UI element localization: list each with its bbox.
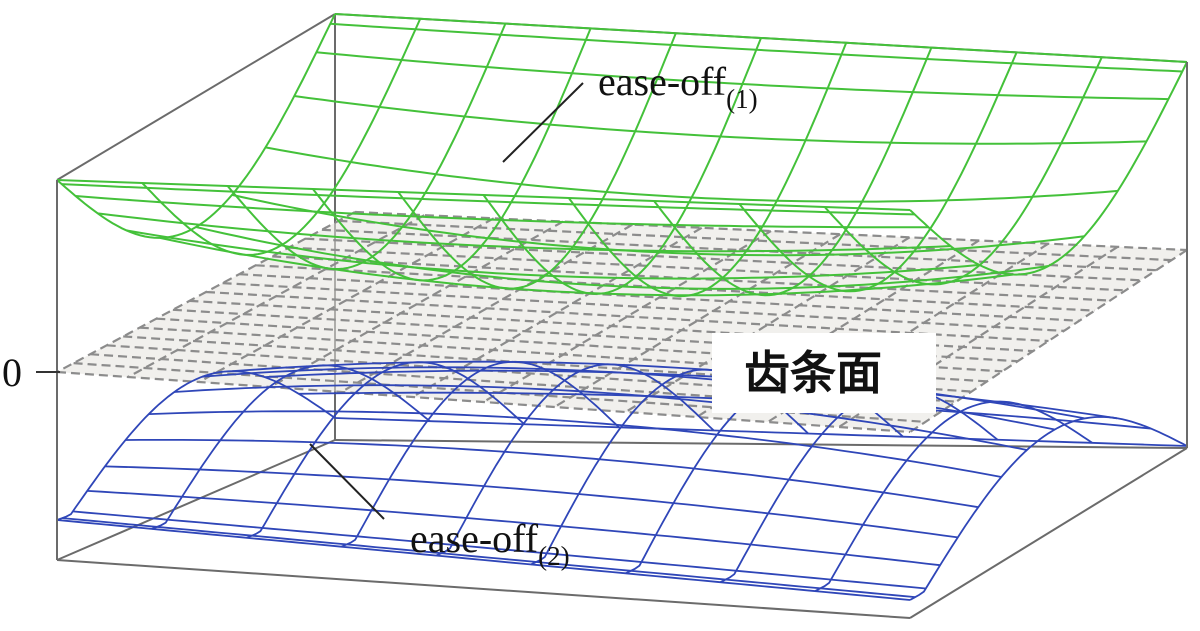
zero-tick-label: 0 [2, 350, 22, 395]
ease-off-2-gridline-v [232, 360, 1085, 420]
ease-off-2-gridline-u [435, 363, 715, 557]
ease-off-1-label-subscript: (1) [726, 84, 757, 114]
ease-off-1-gridline-v [334, 13, 1188, 63]
rack-plane-gridline-v [222, 282, 1064, 332]
ease-off-2-gridline-v [174, 384, 1028, 451]
ease-off-1-gridline-v [330, 22, 1183, 73]
ease-off-1-gridline-v [159, 236, 1013, 297]
ease-off-2-gridline-v [125, 438, 979, 509]
ease-off-2-label-text: ease-off [410, 516, 539, 561]
ease-off-1-callout: ease-off(1) [502, 59, 758, 163]
ease-off-1-surface [56, 13, 1188, 298]
rack-tooth-plane [56, 210, 1188, 434]
ease-off-1-gridline-v [126, 229, 980, 280]
ease-off-1-gridline-v [316, 51, 1169, 101]
rack-plane-gridline-v [205, 290, 1049, 343]
rack-plane-gridline-v [56, 370, 911, 434]
ease-off-1-gridline-v [294, 95, 1147, 145]
rack-plane-gridline-v [106, 344, 957, 403]
ease-off-2-gridline-v [334, 417, 1188, 447]
bounding-box-front [56, 62, 1188, 619]
ease-off-2-gridline-v [72, 510, 926, 590]
ease-off-1-gridline-v [265, 146, 1118, 203]
ease-off-1-gridline-v [231, 193, 1085, 257]
zero-tick: 0 [2, 350, 60, 395]
ease-off-2-callout: ease-off(2) [309, 443, 570, 571]
ease-off-2-gridline-u [814, 400, 1093, 592]
rack-plane-gridline-v [239, 273, 1080, 322]
ease-off-1-gridline-v [75, 195, 929, 229]
ease-off-1-label: ease-off(1) [598, 59, 758, 114]
rack-plane-gridline-v [90, 353, 941, 413]
ease-off-1-gridline-v [195, 226, 1049, 290]
ease-off-2-gridline-u [909, 415, 1188, 601]
ease-off-1-gridline-v [56, 179, 911, 211]
ease-off-2-gridline-u [246, 361, 525, 539]
rack-plane-callout: 齿条面 [712, 333, 936, 413]
rack-plane-label: 齿条面 [744, 346, 882, 400]
ease-off-2-gridline-v [104, 465, 958, 539]
ease-off-1-label-text: ease-off [598, 59, 727, 104]
ease-off-2-gridline-v [62, 517, 916, 598]
ease-off-2-gridline-v [148, 410, 1002, 478]
rack-plane-gridline-v [354, 210, 1188, 252]
ease-off-1-gridline-v [61, 183, 915, 216]
ease-off-2-gridline-u [56, 370, 336, 521]
ease-off-1-gridline-v [97, 212, 951, 253]
ease-off-2-gridline-v [87, 490, 941, 567]
ease-off-2-label: ease-off(2) [410, 516, 570, 571]
ease-off-2-gridline-v [56, 519, 911, 601]
ease-off-2-label-subscript: (2) [538, 541, 569, 571]
